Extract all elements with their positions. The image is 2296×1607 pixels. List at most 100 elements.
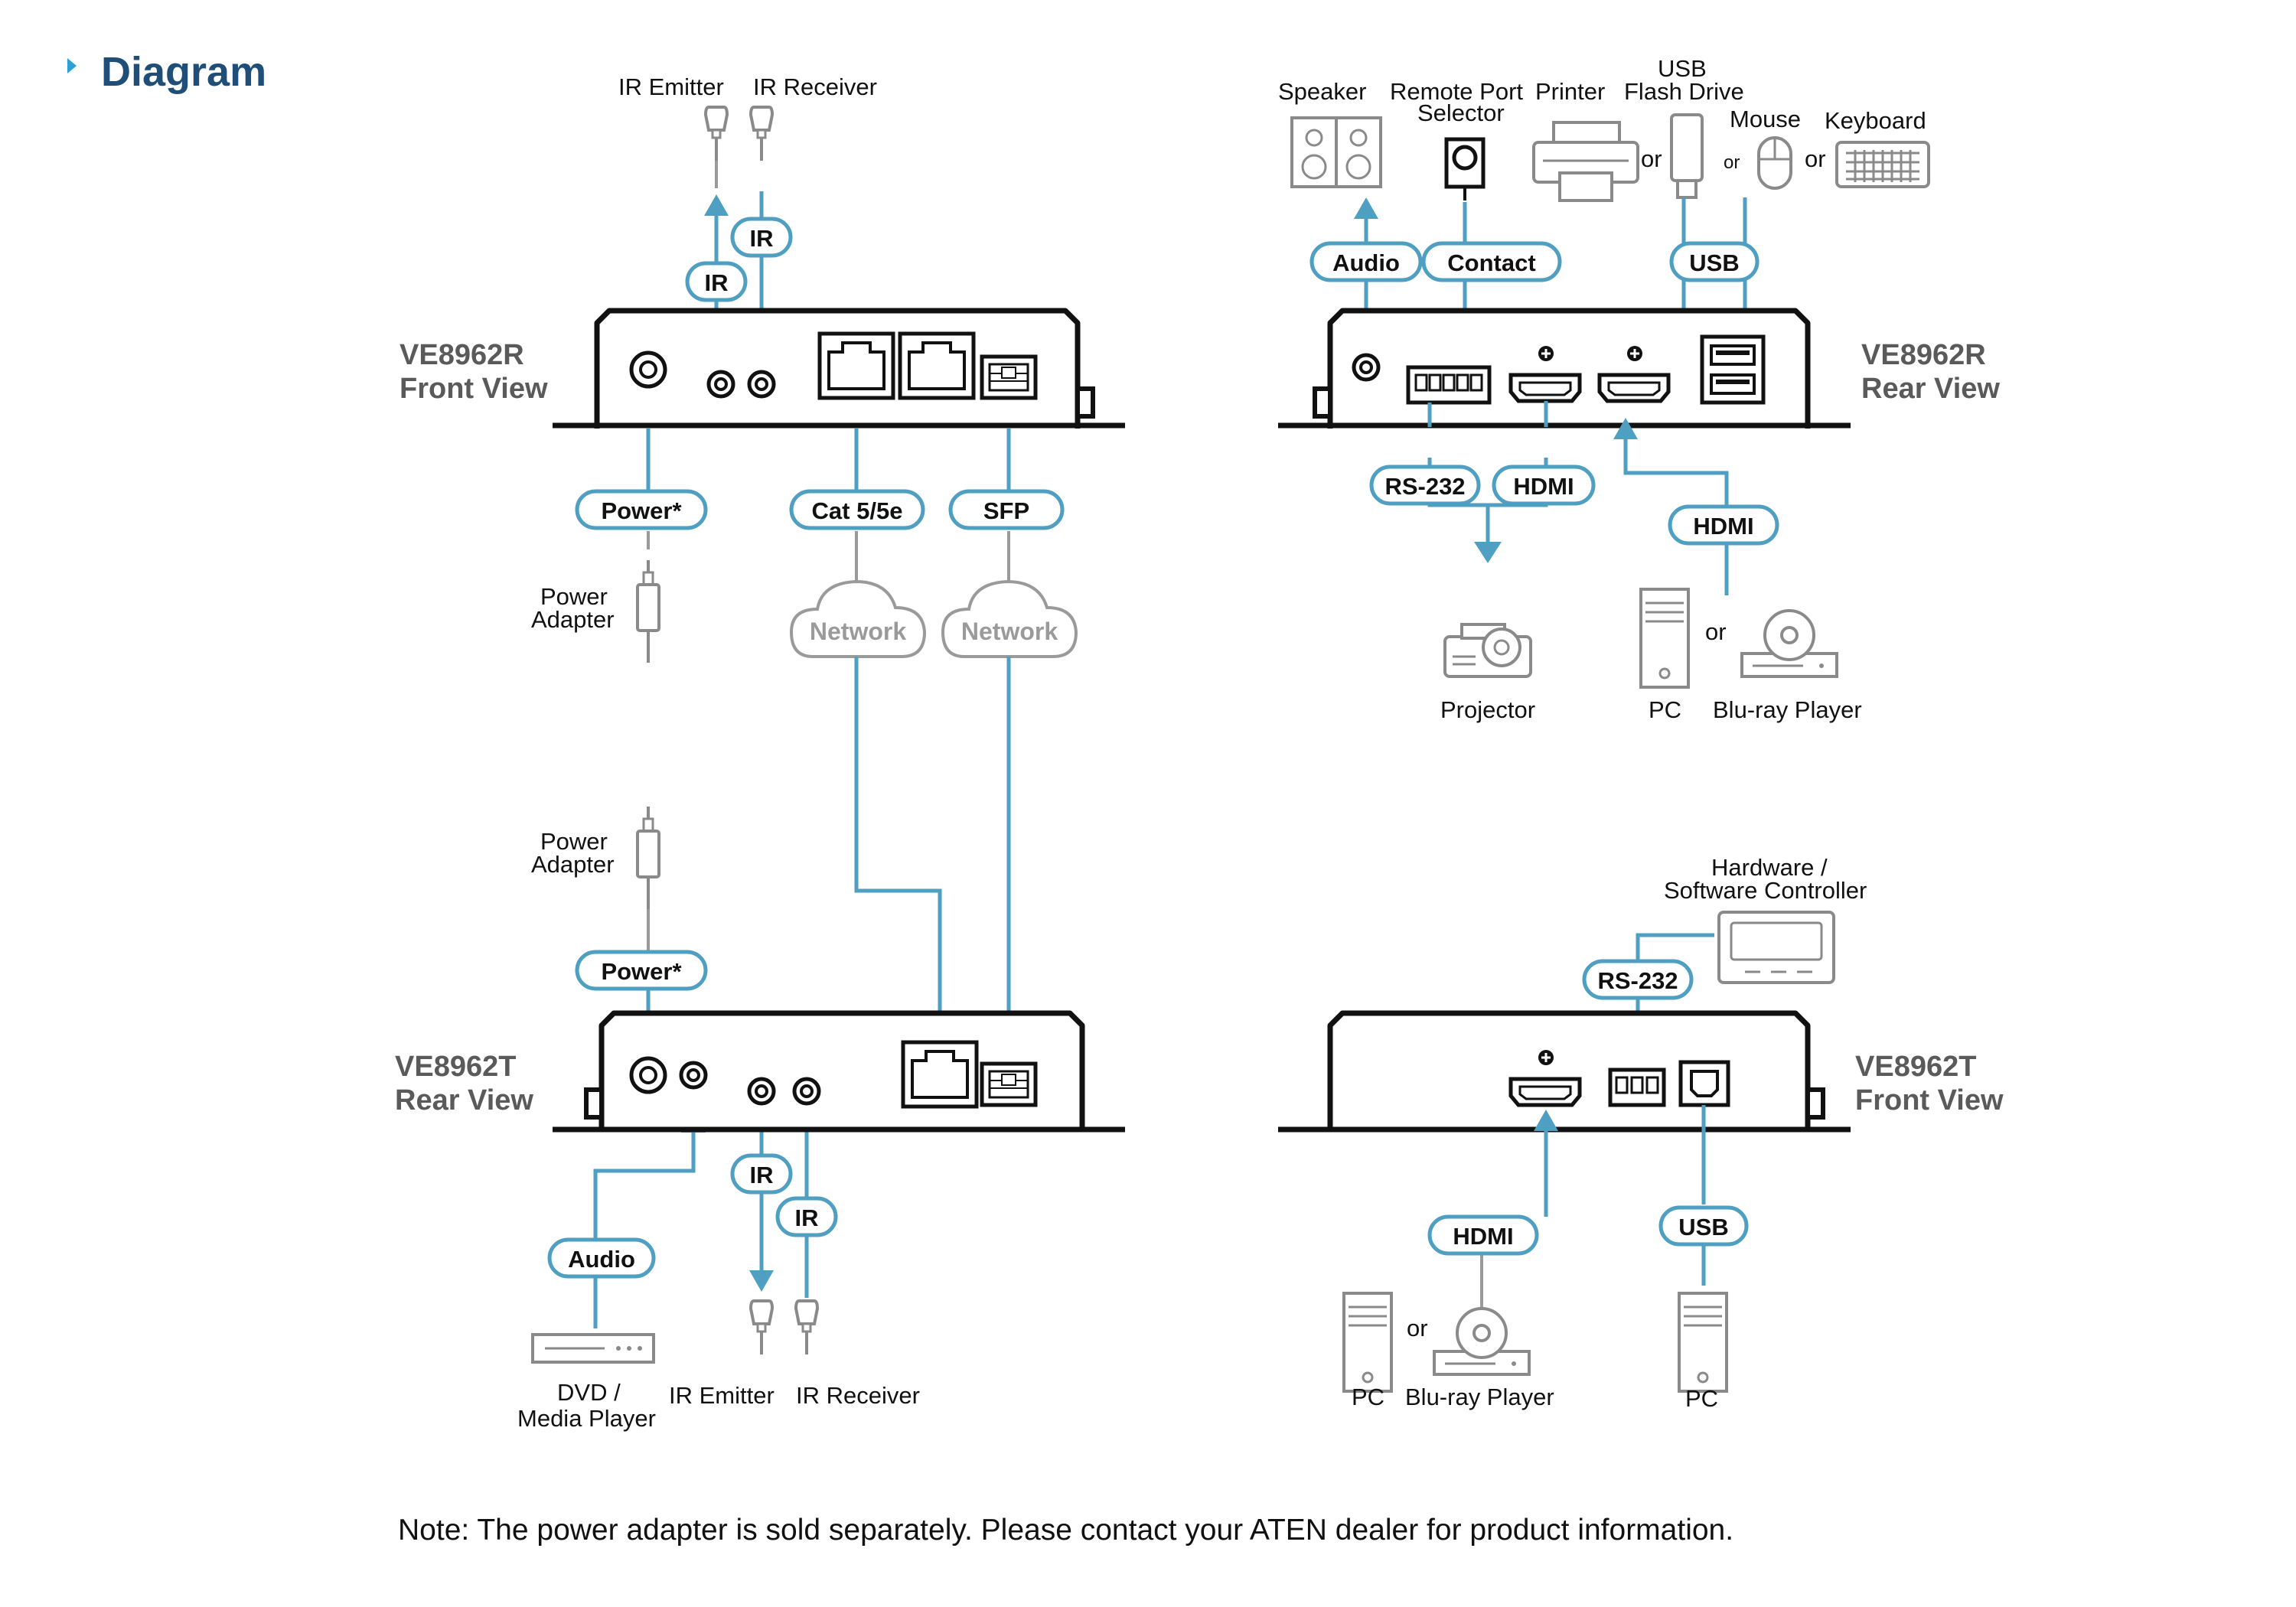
controller-body bbox=[1717, 911, 1835, 984]
rj45-port-1[interactable] bbox=[820, 334, 893, 398]
flash-drive-connector bbox=[1676, 179, 1698, 199]
printer-label: Printer bbox=[1535, 78, 1605, 105]
remote-port-selector-icon bbox=[1444, 137, 1486, 200]
projector-lens-inner bbox=[1493, 639, 1510, 656]
rj45-port-2[interactable] bbox=[900, 334, 974, 398]
contact-terminal-port[interactable] bbox=[1406, 365, 1492, 405]
ir-in-port[interactable] bbox=[749, 372, 774, 396]
ir-out-pill bbox=[685, 261, 748, 302]
ve8962t-front-view: VE8962T Front View Hardware / Software C… bbox=[1278, 854, 2004, 1412]
sfp-port[interactable] bbox=[982, 357, 1035, 398]
usb-pill-2 bbox=[1658, 1205, 1749, 1247]
contact-pill bbox=[1421, 241, 1562, 282]
terminal-pin-4 bbox=[1456, 373, 1469, 392]
dvd-dot-3 bbox=[638, 1346, 642, 1351]
printer-icon bbox=[1532, 121, 1639, 202]
hdmi-tx-port[interactable] bbox=[1511, 1079, 1580, 1105]
network-cloud-2-label: Network bbox=[961, 618, 1058, 645]
or-label-2: or bbox=[1724, 152, 1740, 173]
rs232-terminal-port[interactable] bbox=[1608, 1068, 1666, 1107]
power-jack[interactable] bbox=[631, 353, 665, 386]
ir-out-port[interactable] bbox=[709, 372, 733, 396]
network-cloud-1-label: Network bbox=[810, 618, 906, 645]
ir-out-port-2[interactable] bbox=[749, 1079, 774, 1103]
hdmi-out-pill-label: HDMI bbox=[1513, 473, 1574, 500]
bluray-label-2: Blu-ray Player bbox=[1405, 1384, 1554, 1410]
hdmi-in-port[interactable] bbox=[1600, 375, 1668, 401]
transmitter-front-chassis bbox=[1327, 1010, 1811, 1128]
remote-port-selector-label-line1: Remote Port bbox=[1390, 78, 1523, 105]
pc-icon-2 bbox=[1342, 1292, 1393, 1393]
power-adapter-icon bbox=[636, 559, 660, 664]
device-label-transmitter-rear-model: VE8962T bbox=[395, 1051, 516, 1083]
ir-emitter-icon bbox=[704, 106, 729, 162]
hdmi-in-arrow-icon bbox=[1613, 418, 1638, 439]
device-label-receiver-rear-view: Rear View bbox=[1861, 373, 2000, 405]
ir-emitter-icon-2 bbox=[749, 1299, 774, 1356]
rs232-pin-3 bbox=[1645, 1076, 1659, 1094]
rj45-port-3[interactable] bbox=[903, 1042, 977, 1107]
power-adapter-label-line1: Power bbox=[540, 583, 608, 610]
audio-pill-label: Audio bbox=[1332, 249, 1400, 276]
ir-receiver-label-2: IR Receiver bbox=[796, 1382, 920, 1409]
network-cloud-2 bbox=[941, 579, 1078, 658]
rs232-pill-2-label: RS-232 bbox=[1597, 967, 1678, 994]
terminal-pin-1 bbox=[1414, 373, 1428, 392]
usb-pill-2-label: USB bbox=[1678, 1214, 1728, 1240]
cat-network-link bbox=[854, 657, 942, 1033]
mouse-label: Mouse bbox=[1730, 106, 1801, 132]
pc-label-3: PC bbox=[1685, 1385, 1718, 1412]
or-label-3: or bbox=[1805, 145, 1826, 172]
ve8962t-rear-view: VE8962T Rear View Power Adapter Power* A… bbox=[395, 805, 1125, 1432]
ir-out-arrow-icon bbox=[704, 194, 729, 216]
ir-emitter-label: IR Emitter bbox=[618, 73, 724, 100]
audio-pill bbox=[1309, 241, 1423, 282]
ir-in-port-2[interactable] bbox=[794, 1079, 819, 1103]
terminal-pin-2 bbox=[1428, 373, 1442, 392]
speaker-right-woofer bbox=[1345, 154, 1371, 180]
pc-label-2: PC bbox=[1352, 1384, 1384, 1410]
power-pill bbox=[575, 489, 708, 530]
hdmi-out-port[interactable] bbox=[1511, 375, 1580, 401]
power-jack-2[interactable] bbox=[631, 1058, 665, 1092]
projector-icon bbox=[1443, 623, 1532, 678]
ve8962r-front-view: VE8962R Front View IR Emitter IR Receive… bbox=[400, 73, 1125, 664]
audio-pill-2-label: Audio bbox=[568, 1246, 635, 1273]
usb-flash-drive-icon bbox=[1670, 113, 1704, 199]
sfp-pill-label: SFP bbox=[983, 497, 1029, 524]
rs232-pill-label: RS-232 bbox=[1384, 473, 1465, 500]
hdmi-tx-pill-label: HDMI bbox=[1453, 1223, 1513, 1250]
projector-label: Projector bbox=[1440, 696, 1535, 723]
usb-cable-upper bbox=[1681, 197, 1747, 243]
rs232-pill bbox=[1369, 464, 1481, 506]
device-label-transmitter-front-view: Front View bbox=[1855, 1084, 2004, 1116]
ir-out-pill-label: IR bbox=[705, 269, 729, 296]
remote-port-selector-label-line2: Selector bbox=[1417, 99, 1505, 126]
sfp-pill bbox=[948, 489, 1065, 530]
usb-b-port[interactable] bbox=[1678, 1060, 1730, 1107]
audio-out-arrow-icon bbox=[1354, 197, 1378, 219]
rs232-pin-1 bbox=[1615, 1076, 1629, 1094]
controller-label-line2: Software Controller bbox=[1664, 877, 1867, 904]
audio-port[interactable] bbox=[681, 1063, 706, 1087]
cat-pill bbox=[789, 489, 925, 530]
usb-ports[interactable] bbox=[1700, 334, 1766, 405]
power-adapter-2-label-line2: Adapter bbox=[531, 851, 615, 878]
audio-out-port[interactable] bbox=[1354, 355, 1378, 380]
hdmi-tx-pill bbox=[1427, 1214, 1539, 1256]
bluray-label-1: Blu-ray Player bbox=[1713, 696, 1862, 723]
rs232-pin-2 bbox=[1630, 1076, 1644, 1094]
device-label-transmitter-rear-view: Rear View bbox=[395, 1084, 533, 1116]
dvd-label-line2: Media Player bbox=[517, 1405, 656, 1432]
controller-screen bbox=[1730, 921, 1823, 961]
speaker-right-tweeter bbox=[1349, 129, 1368, 147]
usb-port-2-tongue bbox=[1716, 380, 1750, 384]
power-pill-label: Power* bbox=[601, 497, 682, 524]
receiver-front-ear bbox=[1075, 386, 1095, 419]
ve8962r-rear-view: VE8962R Rear View Speaker Remote Port Se… bbox=[1278, 55, 2000, 723]
usb-flash-drive-label-line1: USB bbox=[1658, 55, 1707, 82]
power-adapter-2-label-line1: Power bbox=[540, 828, 608, 855]
hdmi-in-screw-icon bbox=[1626, 344, 1644, 363]
sfp-port-2[interactable] bbox=[982, 1064, 1035, 1105]
